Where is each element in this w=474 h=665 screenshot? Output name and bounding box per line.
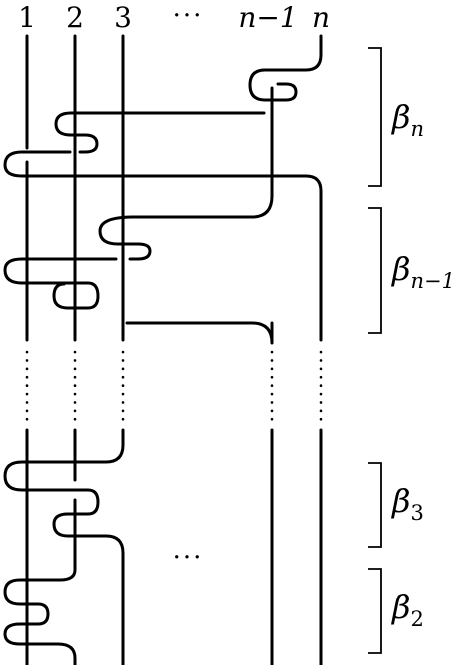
brackets	[368, 47, 382, 654]
label-beta-n-minus-1: βn−1	[391, 250, 455, 293]
strand-label-dots: ···	[173, 1, 204, 31]
label-beta-2: β2	[391, 588, 424, 631]
upper-strands	[3, 34, 323, 345]
bracket-beta-2	[368, 568, 382, 654]
strand-cross-top-2	[3, 150, 323, 342]
block-labels: βn βn−1 β3 β2	[391, 98, 455, 631]
strand-label-2: 2	[66, 1, 84, 34]
strand-cross-mid-3	[125, 321, 274, 345]
strand-cross-b3-1	[3, 428, 125, 665]
strand-label-n-minus-1: n−1	[238, 1, 297, 34]
bracket-beta-3	[368, 462, 382, 548]
strand-cross-mid-2	[3, 257, 118, 310]
strand-label-n: n	[312, 1, 330, 34]
strand-n-hook	[248, 34, 323, 102]
strand-label-3: 3	[114, 1, 132, 34]
label-beta-3: β3	[391, 482, 424, 525]
bracket-beta-n	[368, 47, 382, 187]
strand-cross-mid-1	[98, 194, 274, 261]
bracket-beta-n-minus-1	[368, 207, 382, 334]
strand-cross-top-1	[54, 111, 266, 154]
dotted-continuation	[25, 350, 323, 422]
middle-dots: ···	[173, 543, 204, 573]
strand-label-1: 1	[18, 1, 36, 34]
strand-cross-b2-1	[3, 558, 77, 665]
lower-strands	[3, 428, 323, 665]
label-beta-n: βn	[391, 98, 424, 141]
strand-labels: 1 2 3 ··· n−1 n	[18, 1, 330, 34]
